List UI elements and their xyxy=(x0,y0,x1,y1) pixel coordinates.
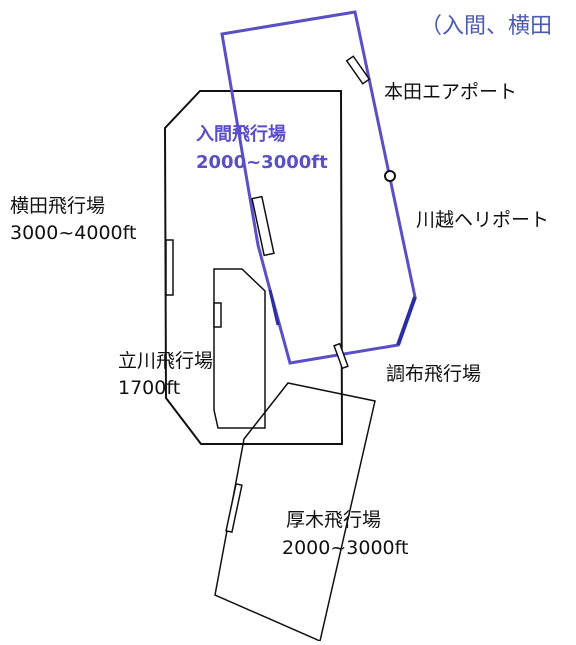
yokota-airfield-label: 横田飛行場 xyxy=(10,195,105,217)
header-title: （入間、横田 xyxy=(420,14,552,39)
atsugi-airfield-label: 厚木飛行場 xyxy=(286,509,381,531)
iruma-airfield-label: 入間飛行場 xyxy=(196,123,286,145)
yokota-airspace-boundary xyxy=(163,90,344,445)
honda-runway-icon xyxy=(345,55,371,85)
atsugi-runway-icon xyxy=(225,483,243,533)
yokota-runway-icon xyxy=(165,239,174,296)
chofu-runway-icon xyxy=(333,342,349,370)
iruma-altitude-label: 2000~3000ft xyxy=(196,152,328,173)
atsugi-airspace-boundary xyxy=(214,382,376,643)
iruma-runway-icon xyxy=(251,195,275,257)
chofu-airfield-label: 調布飛行場 xyxy=(386,363,481,385)
iruma-boundary-segment xyxy=(268,289,280,326)
tachikawa-airspace-boundary xyxy=(213,268,266,429)
honda-airport-label: 本田エアポート xyxy=(384,81,517,103)
tachikawa-altitude-label: 1700ft xyxy=(118,377,180,399)
yokota-altitude-label: 3000~4000ft xyxy=(10,222,136,244)
iruma-boundary-segment xyxy=(396,296,417,346)
tachikawa-runway-icon xyxy=(213,302,222,328)
kawagoe-heliport-icon xyxy=(384,170,396,182)
tachikawa-airfield-label: 立川飛行場 xyxy=(118,350,213,372)
iruma-airspace-boundary xyxy=(220,10,417,365)
atsugi-altitude-label: 2000~3000ft xyxy=(282,537,408,559)
kawagoe-heliport-label: 川越ヘリポート xyxy=(416,209,549,231)
